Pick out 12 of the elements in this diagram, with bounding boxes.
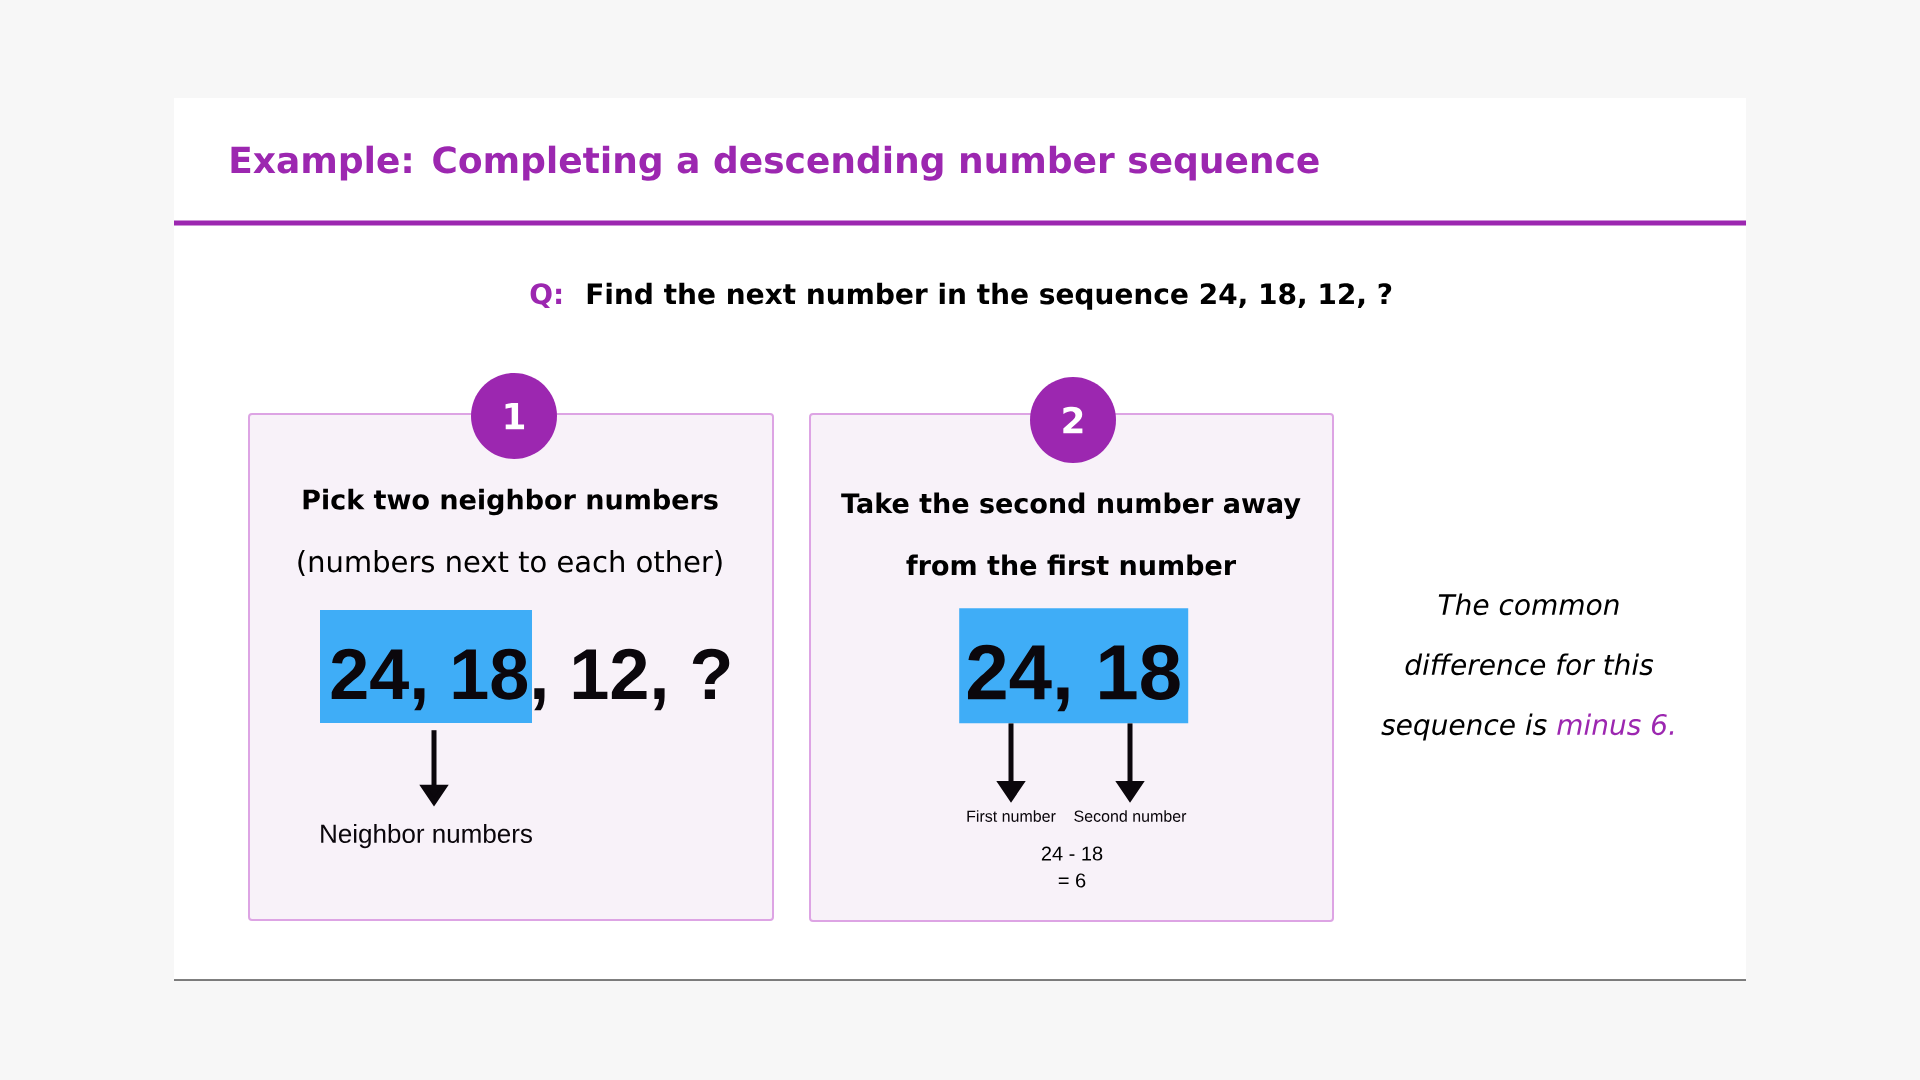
highlighted-numbers: 24, 18 — [959, 608, 1189, 724]
card-heading: Pick two neighbor numbers — [303, 488, 718, 516]
arrow-caption: Neighbor numbers — [321, 823, 532, 849]
question-label: Q: — [530, 283, 562, 309]
arrow-caption: Second number — [1074, 810, 1187, 822]
slide-title: Example: Completing a descending number sequence — [231, 145, 1319, 181]
card-heading: Take the second number away from the first number — [841, 492, 1301, 576]
calculation-text: 24 - 18 = 6 — [1041, 846, 1103, 888]
note-text: The common difference for this sequence is minus 6. — [1381, 593, 1674, 741]
question-text: Find the next number in the sequence 24, 18, 12, ? — [587, 282, 1392, 310]
arrow-caption: First number — [967, 810, 1056, 822]
card-subheading: (numbers next to each other) — [298, 550, 722, 576]
